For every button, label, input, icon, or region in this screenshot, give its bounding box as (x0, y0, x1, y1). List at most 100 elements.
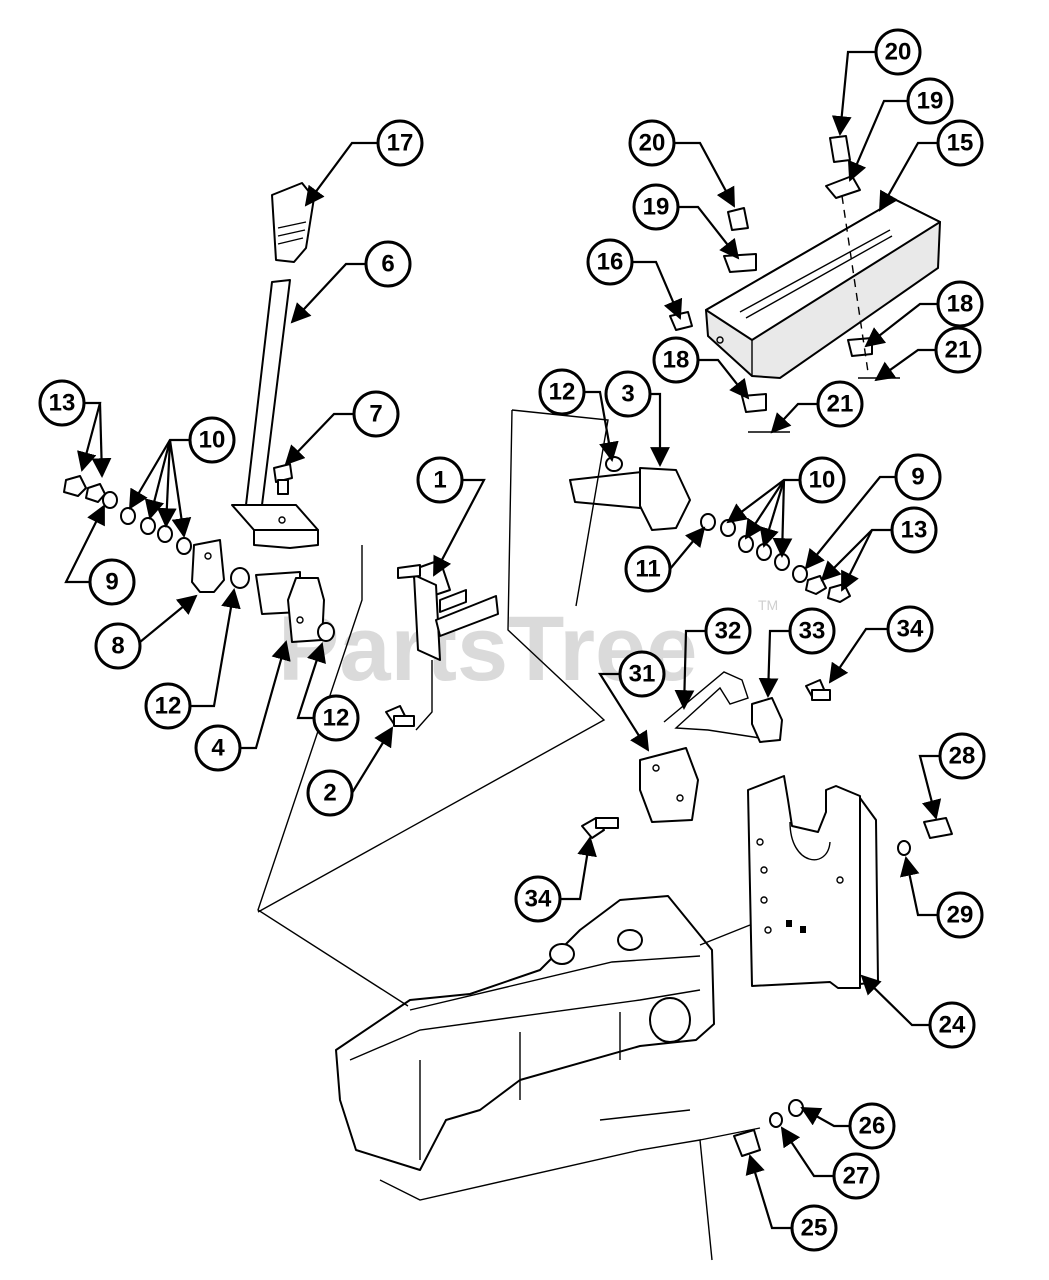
svg-text:25: 25 (801, 1215, 828, 1242)
callout-10-left[interactable]: 10 (188, 416, 236, 464)
callout-12-mid[interactable]: 12 (312, 694, 360, 742)
callout-29[interactable]: 29 (936, 891, 984, 939)
svg-text:24: 24 (939, 1012, 966, 1039)
callout-7[interactable]: 7 (352, 390, 400, 438)
callouts: 13 10 9 8 12 4 12 2 1 17 6 7 12 3 11 10 … (38, 28, 986, 1252)
assembly-lines (257, 409, 761, 1141)
callout-12-right[interactable]: 12 (538, 368, 586, 416)
block-33 (751, 697, 783, 743)
callout-6[interactable]: 6 (364, 240, 412, 288)
svg-text:3: 3 (621, 381, 634, 408)
callout-19-left[interactable]: 19 (632, 183, 680, 231)
svg-text:15: 15 (947, 130, 974, 157)
spring-link-32 (663, 671, 761, 739)
callout-24[interactable]: 24 (928, 1001, 976, 1049)
callout-16[interactable]: 16 (586, 238, 634, 286)
svg-text:8: 8 (111, 633, 124, 660)
parts-artwork (63, 135, 953, 1261)
callout-1[interactable]: 1 (416, 456, 464, 504)
callout-12-left[interactable]: 12 (144, 682, 192, 730)
svg-text:34: 34 (525, 886, 552, 913)
callout-31[interactable]: 31 (618, 650, 666, 698)
svg-text:6: 6 (381, 251, 394, 278)
svg-text:33: 33 (799, 618, 826, 645)
svg-text:10: 10 (809, 467, 836, 494)
svg-text:12: 12 (323, 705, 350, 732)
plate-24 (747, 775, 879, 989)
callout-28[interactable]: 28 (938, 732, 986, 780)
callout-10-right[interactable]: 10 (798, 456, 846, 504)
callout-13-right[interactable]: 13 (890, 506, 938, 554)
callout-3[interactable]: 3 (604, 370, 652, 418)
washers-right (720, 519, 851, 603)
svg-text:9: 9 (911, 464, 924, 491)
lever-knob (271, 182, 315, 263)
watermark-trademark: TM (758, 597, 778, 613)
svg-text:17: 17 (387, 130, 414, 157)
callout-9-right[interactable]: 9 (894, 453, 942, 501)
svg-text:12: 12 (155, 693, 182, 720)
callout-20-right[interactable]: 20 (874, 28, 922, 76)
svg-text:12: 12 (549, 379, 576, 406)
callout-33[interactable]: 33 (788, 607, 836, 655)
callout-13-left[interactable]: 13 (38, 379, 86, 427)
svg-text:32: 32 (715, 618, 742, 645)
callout-15[interactable]: 15 (936, 119, 984, 167)
lever-arm (231, 279, 319, 549)
callout-2[interactable]: 2 (306, 769, 354, 817)
callout-17[interactable]: 17 (376, 119, 424, 167)
callout-34-left[interactable]: 34 (514, 875, 562, 923)
callout-25[interactable]: 25 (790, 1204, 838, 1252)
callout-32[interactable]: 32 (704, 607, 752, 655)
svg-text:29: 29 (947, 902, 974, 929)
bolt-7 (273, 463, 293, 495)
bolt-2 (385, 705, 415, 727)
callout-26[interactable]: 26 (848, 1102, 896, 1150)
svg-text:13: 13 (49, 390, 76, 417)
bolts-34 (581, 679, 831, 839)
svg-text:2: 2 (323, 780, 336, 807)
leader-lines (62, 50, 942, 1230)
callout-9-left[interactable]: 9 (88, 558, 136, 606)
callout-34-right[interactable]: 34 (886, 605, 934, 653)
callout-20-left[interactable]: 20 (628, 119, 676, 167)
svg-text:20: 20 (639, 130, 666, 157)
plate-8 (191, 539, 225, 593)
svg-text:1: 1 (433, 467, 446, 494)
svg-text:21: 21 (945, 337, 972, 364)
callout-4[interactable]: 4 (194, 724, 242, 772)
svg-text:4: 4 (211, 735, 225, 762)
svg-text:21: 21 (827, 391, 854, 418)
svg-text:19: 19 (917, 88, 944, 115)
hydraulic-housing (335, 895, 804, 1261)
svg-text:31: 31 (629, 661, 656, 688)
svg-text:11: 11 (635, 556, 660, 583)
callout-18-right[interactable]: 18 (936, 280, 984, 328)
callout-19-right[interactable]: 19 (906, 77, 954, 125)
callout-11[interactable]: 11 (624, 545, 672, 593)
callout-21-left[interactable]: 21 (816, 380, 864, 428)
callout-18-left[interactable]: 18 (652, 336, 700, 384)
svg-text:26: 26 (859, 1113, 886, 1140)
svg-text:20: 20 (885, 39, 912, 66)
svg-text:18: 18 (663, 347, 690, 374)
callout-21-right[interactable]: 21 (934, 326, 982, 374)
svg-text:7: 7 (369, 401, 382, 428)
svg-text:27: 27 (843, 1163, 870, 1190)
svg-text:18: 18 (947, 291, 974, 318)
svg-text:13: 13 (901, 517, 928, 544)
bracket-3 (569, 456, 716, 531)
bracket-4 (255, 571, 325, 643)
svg-text:16: 16 (597, 249, 624, 276)
hardware-top-right (669, 135, 900, 433)
callout-27[interactable]: 27 (832, 1152, 880, 1200)
callout-8[interactable]: 8 (94, 622, 142, 670)
bolt-28-ring-29 (897, 817, 953, 856)
svg-text:10: 10 (199, 427, 226, 454)
svg-text:19: 19 (643, 194, 670, 221)
lever-guide-15 (704, 198, 942, 380)
svg-text:9: 9 (105, 569, 118, 596)
plate-31 (639, 747, 699, 823)
svg-text:28: 28 (949, 743, 976, 770)
